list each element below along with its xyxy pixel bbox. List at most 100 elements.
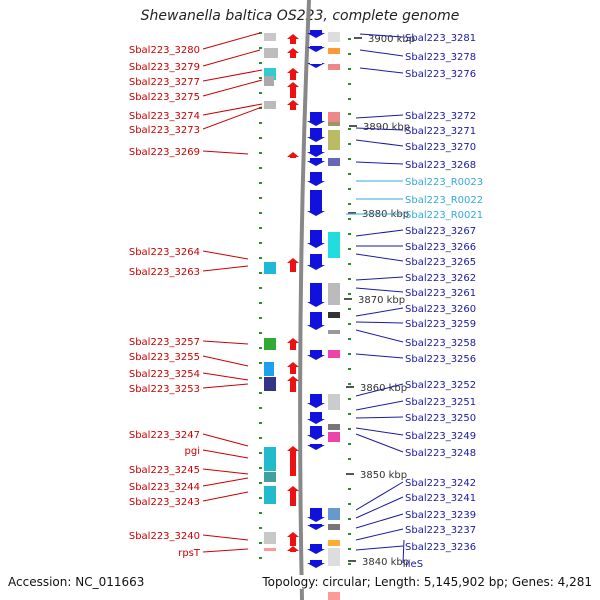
right-gene-leader-line xyxy=(355,127,404,131)
scale-tick xyxy=(259,137,262,139)
scale-tick xyxy=(348,113,351,115)
gene-feature-box xyxy=(264,447,276,471)
gene-feature-box xyxy=(328,122,340,126)
gene-feature-box xyxy=(264,76,274,86)
right-gene-label: Sbal223_3276 xyxy=(405,69,476,80)
gene-arrow-reverse xyxy=(307,230,325,248)
left-gene-leader-line xyxy=(202,383,249,389)
gene-feature-box xyxy=(328,592,340,600)
scale-tick xyxy=(348,128,351,130)
gene-feature-box xyxy=(328,312,340,318)
scale-tick xyxy=(259,62,262,64)
gene-feature-box xyxy=(264,486,276,504)
gene-arrow-reverse xyxy=(307,63,325,68)
right-gene-label: Sbal223_3281 xyxy=(405,33,476,44)
gene-arrow-forward xyxy=(287,68,299,80)
gene-feature-box xyxy=(328,158,340,166)
left-gene-label: Sbal223_3264 xyxy=(129,247,200,258)
right-gene-leader-line xyxy=(355,427,404,436)
right-gene-leader-line xyxy=(355,433,404,453)
scale-tick xyxy=(259,422,262,424)
scale-tick xyxy=(348,308,351,310)
scale-tick xyxy=(259,452,262,454)
left-gene-label: Sbal223_3240 xyxy=(129,531,200,542)
right-gene-label: Sbal223_3237 xyxy=(405,525,476,536)
right-gene-leader-line xyxy=(355,353,404,359)
right-gene-leader-line xyxy=(355,287,404,293)
scale-tick xyxy=(348,98,351,100)
gene-arrow-reverse xyxy=(307,394,325,408)
left-gene-leader-line xyxy=(202,265,249,272)
scale-tick xyxy=(259,242,262,244)
gene-arrow-reverse xyxy=(307,145,325,157)
left-gene-leader-line xyxy=(202,106,263,130)
left-gene-leader-line xyxy=(202,103,263,116)
scale-tick xyxy=(259,167,262,169)
scale-tick xyxy=(259,332,262,334)
scale-tick xyxy=(259,347,262,349)
scale-tick-major xyxy=(346,473,354,475)
left-gene-label: Sbal223_3245 xyxy=(129,465,200,476)
left-gene-label: rpsT xyxy=(178,548,201,559)
right-gene-label: Sbal223_3251 xyxy=(405,397,476,408)
right-gene-label: Sbal223_3272 xyxy=(405,111,476,122)
left-gene-label: Sbal223_3244 xyxy=(129,482,200,493)
right-gene-label: Sbal223_3259 xyxy=(405,319,476,330)
right-gene-label: Sbal223_3239 xyxy=(405,510,476,521)
scale-tick xyxy=(348,353,351,355)
scale-tick xyxy=(259,377,262,379)
right-gene-label: Sbal223_3266 xyxy=(405,242,476,253)
gene-feature-box xyxy=(328,112,340,122)
gene-arrow-reverse xyxy=(307,30,325,38)
scale-tick xyxy=(259,497,262,499)
scale-label: 3870 kbp xyxy=(358,295,405,306)
gene-feature-box xyxy=(328,64,340,70)
right-gene-leader-line xyxy=(355,416,404,419)
scale-tick xyxy=(348,263,351,265)
gene-arrow-forward xyxy=(287,34,299,44)
right-gene-leader-line xyxy=(355,496,404,519)
left-gene-leader-line xyxy=(202,69,263,82)
right-gene-leader-line xyxy=(355,276,404,281)
right-gene-label: Sbal223_3250 xyxy=(405,413,476,424)
scale-tick xyxy=(259,407,262,409)
right-gene-leader-line xyxy=(355,161,404,165)
scale-tick xyxy=(348,533,351,535)
scale-tick xyxy=(348,398,351,400)
left-gene-leader-line xyxy=(202,491,249,502)
scale-tick xyxy=(348,383,351,385)
gene-feature-box xyxy=(328,330,340,334)
left-gene-label: Sbal223_3275 xyxy=(129,92,200,103)
left-gene-leader-line xyxy=(202,433,249,447)
left-gene-leader-line xyxy=(202,250,249,260)
scale-tick xyxy=(348,248,351,250)
left-gene-label: Sbal223_3279 xyxy=(129,62,200,73)
scale-tick xyxy=(348,458,351,460)
scale-tick xyxy=(259,437,262,439)
right-gene-leader-line xyxy=(355,321,404,324)
gene-arrow-reverse xyxy=(307,350,325,360)
right-gene-leader-line xyxy=(355,383,404,397)
scale-tick xyxy=(348,53,351,55)
scale-tick xyxy=(259,482,262,484)
scale-tick xyxy=(348,413,351,415)
right-gene-label: ileS xyxy=(405,559,423,570)
scale-tick xyxy=(348,518,351,520)
right-gene-label: Sbal223_3268 xyxy=(405,160,476,171)
left-gene-label: Sbal223_3274 xyxy=(129,111,200,122)
right-gene-label: Sbal223_3262 xyxy=(405,273,476,284)
right-gene-label: Sbal223_3267 xyxy=(405,226,476,237)
left-gene-leader-line xyxy=(202,534,249,541)
scale-tick xyxy=(348,488,351,490)
scale-tick xyxy=(259,32,262,34)
left-gene-label: Sbal223_3243 xyxy=(129,497,200,508)
right-gene-leader-line xyxy=(355,253,404,262)
gene-arrow-reverse xyxy=(307,158,325,166)
gene-arrow-reverse xyxy=(307,524,325,530)
left-gene-leader-line xyxy=(202,340,249,345)
scale-tick xyxy=(259,557,262,559)
gene-feature-box xyxy=(328,524,340,530)
gene-arrow-forward xyxy=(287,48,299,58)
left-gene-leader-line xyxy=(202,449,249,459)
left-gene-label: Sbal223_3280 xyxy=(129,45,200,56)
